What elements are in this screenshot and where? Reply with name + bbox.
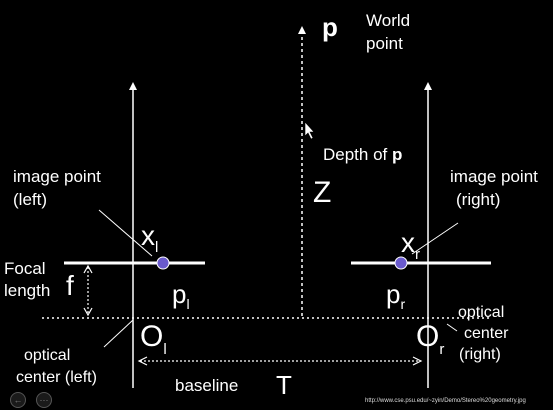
left-optical-center-pointer xyxy=(103,319,134,348)
depth-bold-p: p xyxy=(392,145,403,164)
source-url: http://www.cse.psu.edu/~zyin/Demo/Stereo… xyxy=(365,398,526,404)
player-control-icon[interactable]: ← xyxy=(10,392,26,408)
baseline-arrow-head-right xyxy=(412,356,423,366)
o-left-sub: l xyxy=(163,341,167,358)
depth-of-p-label: Depth of p xyxy=(323,146,402,163)
left-image-point-pointer xyxy=(98,209,153,257)
right-optical-center-pointer xyxy=(446,323,458,332)
o-right-label: Or xyxy=(416,320,445,358)
right-image-point-pointer xyxy=(411,222,459,255)
depth-z-label: Z xyxy=(313,176,332,209)
o-right-sub: r xyxy=(439,341,445,358)
optical-right-label-3: (right) xyxy=(459,346,501,363)
cursor-arrow-icon xyxy=(304,121,315,140)
optical-right-label-2: center xyxy=(464,325,509,342)
p-right-label: pr xyxy=(386,281,405,311)
p-left-main: p xyxy=(172,279,187,309)
baseline-t-label: T xyxy=(276,370,292,400)
focal-label-2: length xyxy=(4,281,51,300)
p-left-label: pl xyxy=(172,281,190,311)
left-image-point-dot xyxy=(156,256,170,270)
o-right-main: O xyxy=(416,320,440,353)
image-point-left-label-2: (left) xyxy=(13,190,47,209)
p-right-sub: r xyxy=(400,296,406,312)
x-right-main: x xyxy=(401,227,415,258)
player-control-icon[interactable]: ⋯ xyxy=(36,392,52,408)
optical-left-label-1: optical xyxy=(24,347,71,364)
p-right-main: p xyxy=(386,279,401,309)
baseline-arrow-head-left xyxy=(137,356,148,366)
image-point-right-label-2: (right) xyxy=(456,190,501,209)
focal-f-label: f xyxy=(66,270,74,301)
world-label: World xyxy=(366,11,411,30)
o-left-label: Ol xyxy=(140,320,167,358)
x-left-label: xl xyxy=(141,220,159,256)
point-label: point xyxy=(366,34,403,53)
focal-label-1: Focal xyxy=(4,259,46,278)
focal-arrow-head-top xyxy=(83,264,93,274)
image-point-left-label-1: image point xyxy=(13,167,101,186)
optical-right-label-1: optical xyxy=(458,304,505,321)
focal-arrow-head-bottom xyxy=(83,307,93,317)
x-left-sub: l xyxy=(155,239,159,256)
optical-left-label-2: center (left) xyxy=(16,369,97,386)
baseline-label: baseline xyxy=(175,376,239,395)
right-image-point-dot xyxy=(394,256,408,270)
depth-prefix-text: Depth of xyxy=(323,145,392,164)
x-right-sub: r xyxy=(415,246,420,263)
o-left-main: O xyxy=(140,320,164,353)
world-point-p-label: p xyxy=(322,12,338,42)
x-right-label: xr xyxy=(401,227,420,263)
x-left-main: x xyxy=(141,220,155,251)
p-left-sub: l xyxy=(186,296,190,312)
image-point-right-label-1: image point xyxy=(450,167,538,186)
